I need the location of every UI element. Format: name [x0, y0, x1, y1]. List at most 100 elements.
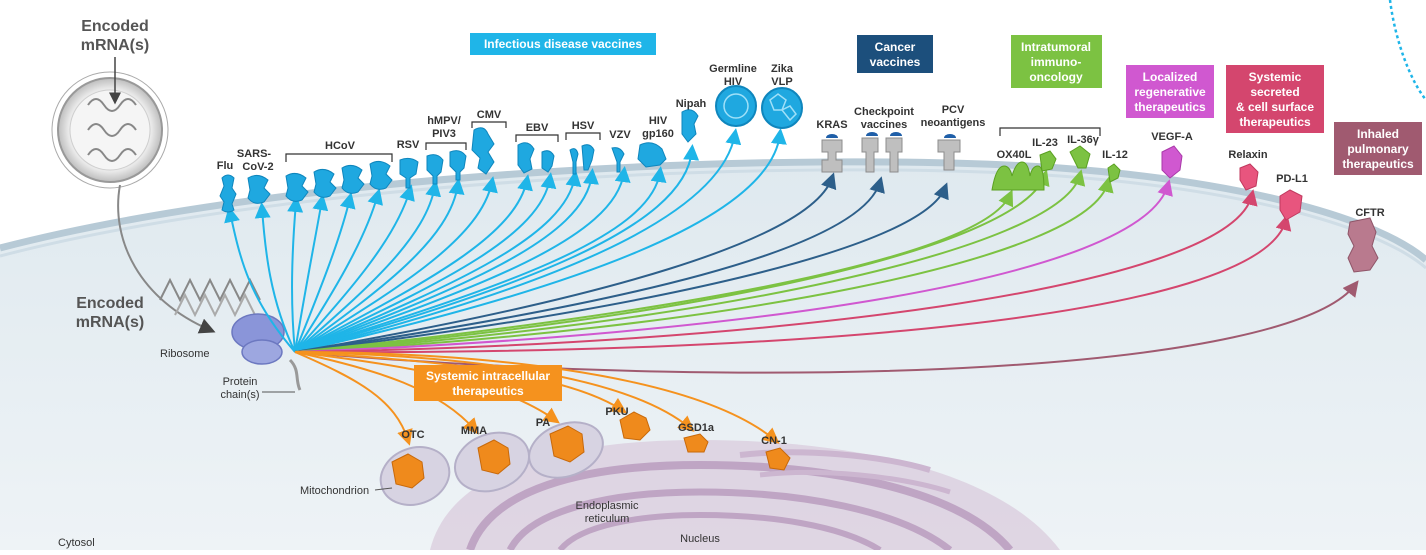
ebv-bracket — [515, 134, 559, 142]
encoded-mrna-mid-2: mRNA(s) — [76, 314, 144, 331]
intracellular-proteins — [391, 411, 791, 489]
mma-label: MMA — [461, 425, 487, 437]
intracellular-title-1: Systemic intracellular — [426, 369, 550, 383]
encoded-mrna-top-1: Encoded — [81, 18, 149, 35]
regenerative-title-1: Localized — [1143, 70, 1198, 84]
hcov-bracket — [285, 153, 393, 162]
germline-hiv-particle — [715, 85, 757, 127]
vegfa-protein — [1161, 145, 1183, 179]
cmv-label: CMV — [477, 109, 502, 121]
vzv-label: VZV — [609, 129, 631, 141]
hsv-label: HSV — [572, 120, 595, 132]
hmpv-label-1: hMPV/ — [427, 115, 461, 127]
cytosol-label: Cytosol — [58, 537, 95, 549]
intratumoral-title-3: oncology — [1029, 70, 1083, 84]
sars-label-1: SARS- — [237, 148, 272, 160]
lipid-nanoparticle — [51, 71, 169, 189]
intratumoral-proteins — [991, 145, 1121, 191]
mrna-strand — [159, 277, 261, 303]
checkpoint-label-1: Checkpoint — [854, 106, 914, 118]
virus-particles — [715, 85, 803, 129]
pcv-label-1: PCV — [942, 104, 965, 116]
systemic-title-4: therapeutics — [1239, 115, 1311, 129]
zika-label-2: VLP — [771, 76, 792, 88]
inhaled-title-3: therapeutics — [1342, 157, 1414, 171]
sars-label-2: CoV-2 — [242, 161, 273, 173]
intratumoral-box — [1011, 35, 1102, 88]
cmv-bracket — [471, 121, 507, 128]
il12-label: IL-12 — [1102, 149, 1128, 161]
cftr-label: CFTR — [1355, 207, 1384, 219]
il23-label: IL-23 — [1032, 137, 1058, 149]
er-label-1: Endoplasmic — [576, 500, 639, 512]
systemic-title-3: & cell surface — [1236, 100, 1314, 114]
vegfa-label: VEGF-A — [1151, 131, 1193, 143]
systemic-box — [1226, 65, 1324, 133]
intracellular-box — [414, 365, 562, 401]
nucleus-label: Nucleus — [680, 533, 720, 545]
encoded-mrna-top-2: mRNA(s) — [81, 37, 149, 54]
encoded-mrna-mid-1: Encoded — [76, 295, 144, 312]
arrows-regenerative — [294, 179, 1173, 353]
arrows-cancer — [294, 172, 949, 353]
mitochondrion-label: Mitochondrion — [300, 485, 369, 497]
inhaled-box — [1334, 122, 1422, 175]
systemic-title-2: secreted — [1250, 85, 1299, 99]
protein-chain-label-1: Protein — [223, 376, 258, 388]
cancer-title-1: Cancer — [875, 40, 916, 54]
infectious-box — [470, 33, 656, 55]
pa-label: PA — [536, 417, 551, 429]
systemic-title-1: Systemic — [1249, 70, 1302, 84]
hsv-bracket — [565, 132, 601, 140]
hiv-label-1: HIV — [649, 115, 668, 127]
dotted-arc — [1388, 0, 1426, 101]
protein-chain-shape — [288, 358, 302, 391]
intracellular-title-2: therapeutics — [452, 384, 524, 398]
otc-label: OTC — [401, 429, 424, 441]
cancer-box — [857, 35, 933, 73]
intratumoral-bracket — [999, 127, 1101, 136]
inhaled-title-1: Inhaled — [1357, 127, 1399, 141]
ribosome-shape — [231, 313, 285, 365]
lnp-release-arrow — [117, 184, 216, 334]
cell-cytosol — [0, 161, 1426, 550]
flu-label: Flu — [217, 160, 234, 172]
hmpv-label-2: PIV3 — [432, 128, 456, 140]
intratumoral-title-2: immuno- — [1031, 55, 1082, 69]
ox40l-label: OX40L — [997, 149, 1032, 161]
cftr-protein — [1347, 217, 1379, 273]
il36-label: IL-36γ — [1067, 134, 1100, 146]
checkpoint-label-2: vaccines — [861, 119, 907, 131]
cn1-label: CN-1 — [761, 435, 787, 447]
pku-label: PKU — [605, 406, 628, 418]
arrows-infectious — [224, 128, 787, 353]
protein-chain-label-2: chain(s) — [220, 389, 259, 401]
relaxin-label: Relaxin — [1228, 149, 1267, 161]
arrows-intratumoral — [294, 169, 1114, 353]
zika-label-1: Zika — [771, 63, 794, 75]
rsv-label: RSV — [397, 139, 420, 151]
ebv-label: EBV — [526, 122, 549, 134]
hcov-label: HCoV — [325, 140, 356, 152]
germline-label-2: HIV — [724, 76, 743, 88]
er-label-2: reticulum — [585, 513, 630, 525]
hmpv-bracket — [425, 142, 467, 150]
germline-label-1: Germline — [709, 63, 757, 75]
regenerative-title-3: therapeutics — [1134, 100, 1206, 114]
regenerative-box — [1126, 65, 1214, 118]
cancer-protein-caps — [826, 132, 956, 138]
mitochondrion-leader — [374, 487, 393, 491]
kras-label: KRAS — [816, 119, 847, 131]
hiv-label-2: gp160 — [642, 128, 674, 140]
cancer-title-2: vaccines — [870, 55, 921, 69]
infectious-proteins — [219, 109, 699, 213]
inhaled-title-2: pulmonary — [1347, 142, 1409, 156]
intratumoral-title-1: Intratumoral — [1021, 40, 1091, 54]
cancer-proteins — [821, 137, 961, 173]
systemic-proteins — [1239, 163, 1303, 221]
gsd1a-label: GSD1a — [678, 422, 715, 434]
pcv-label-2: neoantigens — [921, 117, 986, 129]
regenerative-title-2: regenerative — [1134, 85, 1206, 99]
